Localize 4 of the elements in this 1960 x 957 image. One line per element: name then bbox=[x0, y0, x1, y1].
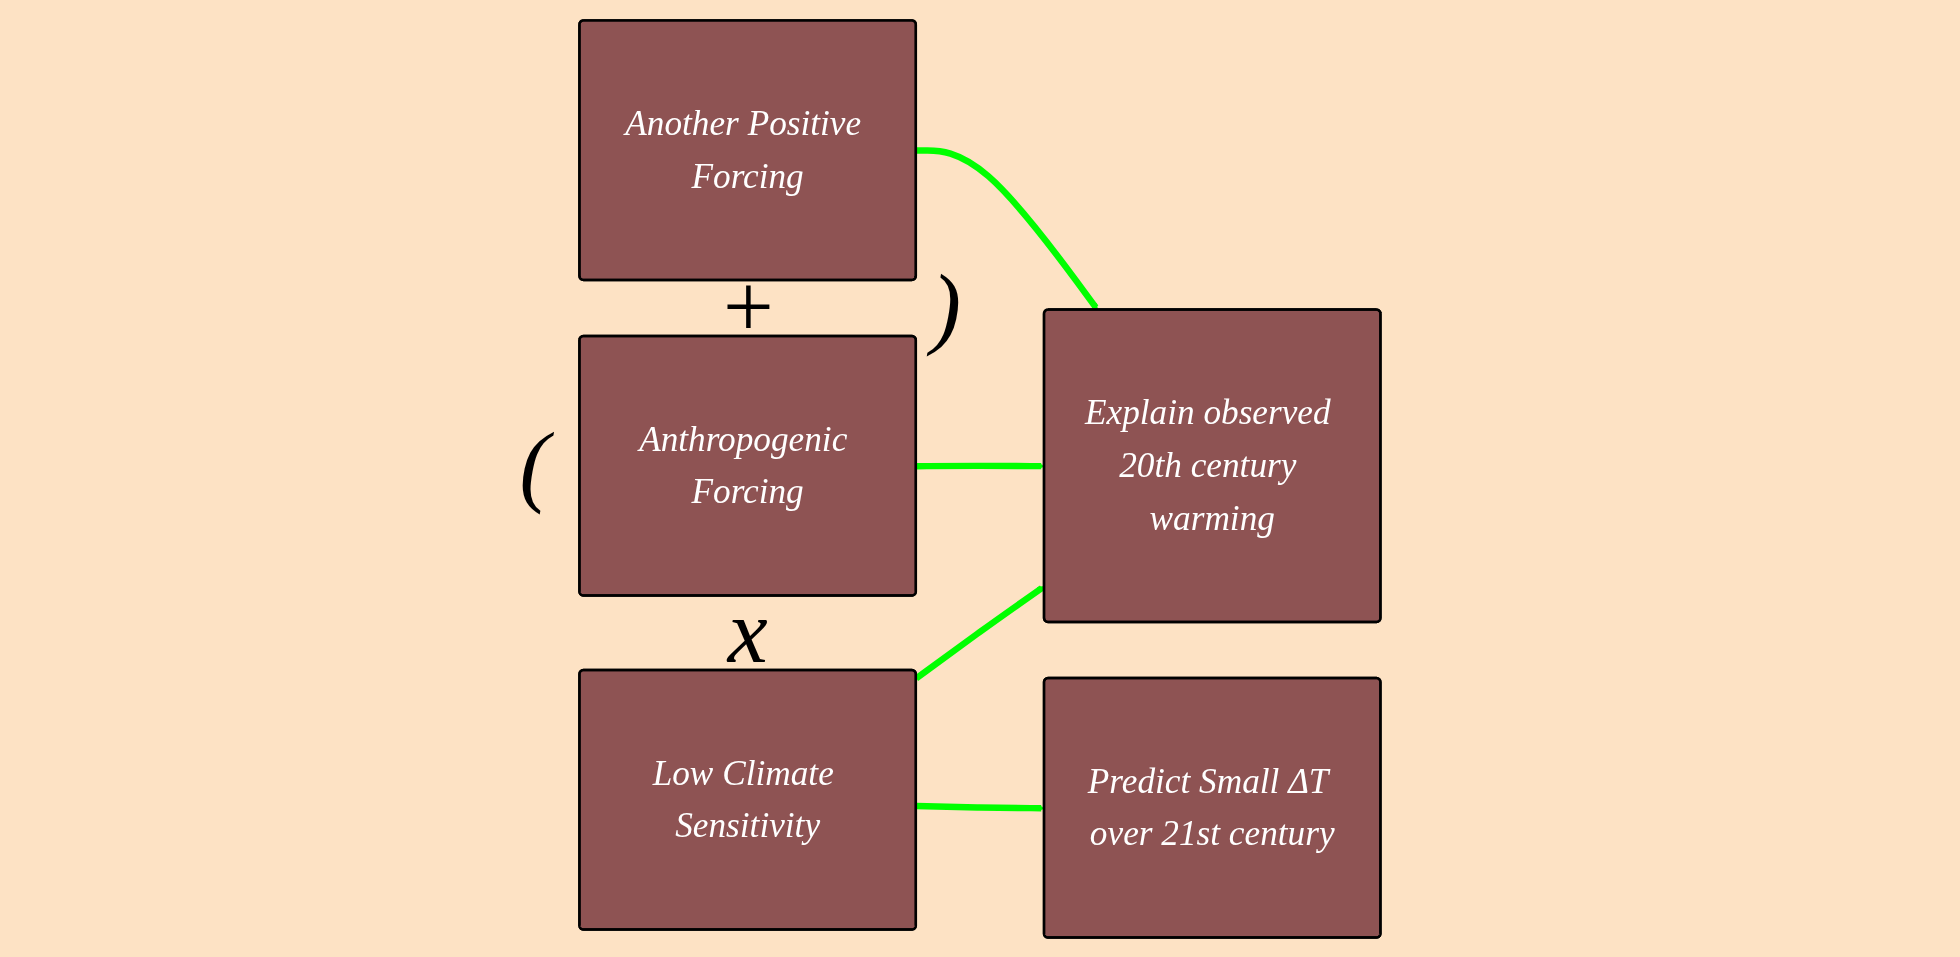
arrow bbox=[916, 462, 1045, 470]
arrow bbox=[916, 802, 1045, 812]
arrow bbox=[916, 146, 1099, 310]
arrow bbox=[914, 584, 1045, 681]
